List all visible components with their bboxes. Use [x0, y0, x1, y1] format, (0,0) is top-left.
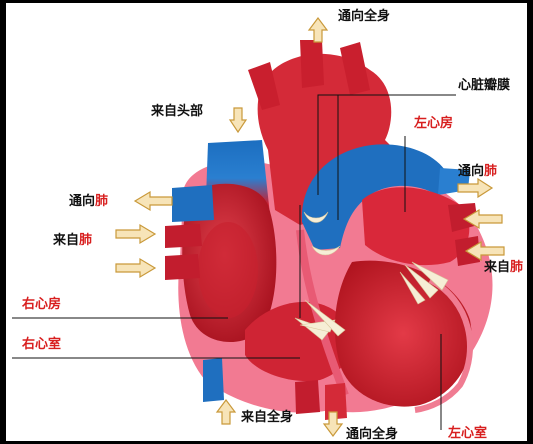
label-valve: 心脏瓣膜: [458, 78, 510, 94]
label-top-out: 通向全身: [338, 9, 390, 25]
label-from-lung-right-pre: 来自: [484, 260, 510, 275]
inferior-vena-cava: [203, 358, 224, 402]
left-pulmonary-vessel-red-1: [165, 224, 202, 248]
label-right-ventricle: 右心室: [22, 337, 61, 353]
label-from-lung-right-hl: 肺: [510, 260, 523, 275]
label-to-lung-left-hl: 肺: [95, 194, 108, 209]
label-to-lung-left-pre: 通向: [69, 194, 95, 209]
label-to-lung-left: 通向肺: [69, 194, 108, 210]
label-from-body: 来自全身: [241, 410, 293, 426]
arrow-right-left-2: [116, 259, 155, 277]
left-pulmonary-vessel-red-2: [165, 254, 200, 280]
label-from-lung-left-hl: 肺: [79, 233, 92, 248]
label-from-head: 来自头部: [151, 104, 203, 120]
left-pulmonary-vessel-blue: [172, 185, 214, 222]
arrow-up-bottom: [217, 400, 235, 424]
arrow-down-head: [230, 108, 246, 132]
arrow-left-upper-left: [135, 192, 172, 210]
right-atrium-highlight: [198, 222, 258, 318]
label-left-atrium: 左心房: [414, 116, 453, 132]
label-from-lung-left-pre: 来自: [53, 233, 79, 248]
arrow-right-left-1: [116, 225, 155, 243]
aorta-branch-1: [300, 40, 324, 88]
arrow-up-top: [309, 18, 327, 42]
bottom-vessel: [295, 380, 320, 414]
label-to-body-bottom: 通向全身: [346, 427, 398, 443]
label-to-lung-right: 通向肺: [458, 164, 497, 180]
label-left-ventricle: 左心室: [448, 426, 487, 442]
label-to-lung-right-pre: 通向: [458, 164, 484, 179]
label-to-lung-right-hl: 肺: [484, 164, 497, 179]
label-from-lung-right: 来自肺: [484, 260, 523, 276]
label-right-atrium: 右心房: [22, 297, 61, 313]
label-from-lung-left: 来自肺: [53, 233, 92, 249]
